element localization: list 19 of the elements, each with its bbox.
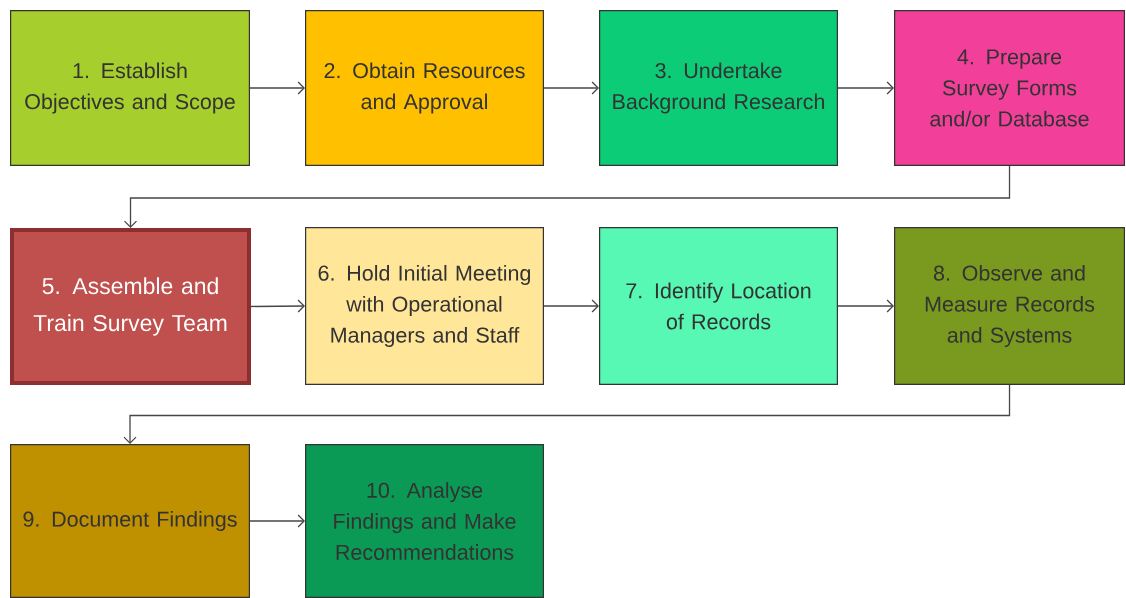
arrow	[543, 299, 599, 313]
arrow	[123, 384, 1011, 444]
process-box: 7. Identify Location of Records	[599, 227, 838, 385]
process-box: 5. Assemble and Train Survey Team	[10, 228, 251, 385]
process-box: 8. Observe and Measure Records and Systems	[894, 227, 1125, 385]
arrow	[837, 81, 894, 95]
process-box: 3. Undertake Background Research	[599, 10, 838, 166]
process-box: 4. Prepare Survey Forms and/or Database	[894, 10, 1125, 166]
arrow	[249, 514, 305, 528]
process-box: 10. Analyse Findings and Make Recommendations	[305, 444, 544, 598]
process-box: 9. Document Findings	[10, 444, 250, 598]
arrow	[837, 299, 894, 313]
process-box: 1. Establish Objectives and Scope	[10, 10, 250, 166]
arrow	[249, 81, 305, 95]
arrow	[123, 165, 1011, 228]
process-box: 6. Hold Initial Meeting with Operational Managers and Staff	[305, 227, 544, 385]
process-box: 2. Obtain Resources and Approval	[305, 10, 544, 166]
arrow	[250, 299, 305, 313]
arrow	[543, 81, 599, 95]
